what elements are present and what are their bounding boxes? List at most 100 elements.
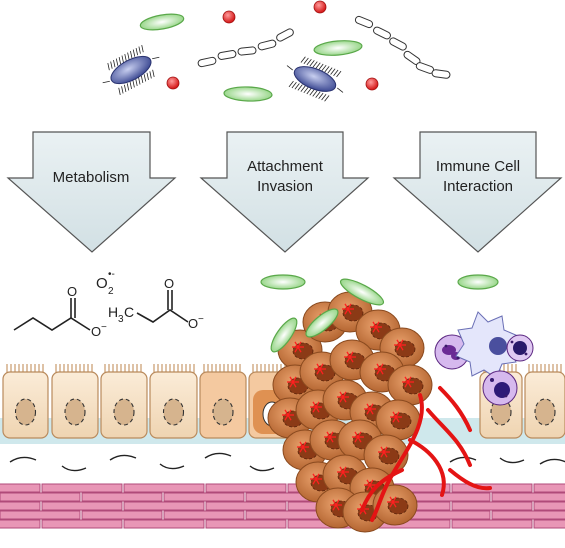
stroma-fiber [9,456,37,463]
red-coccus [313,0,327,14]
muscle-fiber [41,483,123,493]
butyrate-minus-sign: − [101,322,107,333]
superoxide-base: O [96,275,108,292]
nucleus [212,398,234,426]
green-rod-bacterium [270,317,298,353]
ch3-c: C [124,304,134,320]
stroma-fiber [61,465,87,472]
immune-cell [482,370,518,406]
muscle-fiber [409,492,491,502]
blood-vessels [360,386,492,522]
chain-bacterium-segment [389,37,407,51]
immune-cells [434,311,534,406]
superoxide-sub: 2 [108,286,114,297]
nucleus [162,398,185,426]
blood-vessel [360,468,404,512]
arrow-metabolism: Metabolism [6,131,177,253]
stroma-fiber [249,465,275,472]
muscle-fiber [205,501,287,511]
muscle-fiber [0,492,81,502]
flagellated-bacterium [286,56,344,102]
muscle-fiber [491,510,565,520]
arrow-label-attachment: Attachment [247,158,324,175]
superoxide-sup: •- [108,269,115,280]
chain-bacterium-segment [373,26,391,40]
epithelial-cell [199,364,247,439]
stroma-fiber [449,456,477,463]
epithelial-cell [524,364,565,439]
nucleus [490,398,512,426]
granule [444,344,448,348]
muscle-fiber [491,492,565,502]
green-rod-bacterium [457,274,499,290]
granule [490,378,494,382]
butyrate-oxygen: O [67,284,77,299]
green-rod-bacterium [305,308,339,338]
red-coccus [222,10,236,24]
arrow-label-interaction: Interaction [443,178,513,195]
muscle-fiber [533,519,565,529]
muscle-fiber [205,483,287,493]
muscle-fiber [163,492,245,502]
muscle-fiber [245,510,327,520]
muscle-fiber [0,519,41,529]
muscle-fiber [41,501,123,511]
muscle-fiber [451,519,533,529]
stroma-fiber [109,454,137,461]
blood-vessel [426,408,472,467]
stroma-fibers [9,452,565,472]
nucleus [494,382,510,398]
ch3-h: H [108,304,118,320]
arrow-label-metabolism: Metabolism [53,169,130,186]
blood-vessel [370,393,424,522]
nucleus [534,398,556,426]
chain-bacterium-segment [354,15,374,29]
bacteria-attached [260,274,499,353]
granule [510,340,514,344]
muscle-fiber [0,483,41,493]
green-rod-bacterium [313,40,363,56]
nucleus [64,398,86,426]
muscle-fiber [205,519,287,529]
granule [524,352,528,356]
green-rod-bacterium [139,13,185,31]
nucleus [513,341,527,355]
butyrate-oxygen-minus: O [91,324,101,339]
red-coccus [365,77,379,91]
green-rod-bacterium [260,274,306,290]
blood-vessel [438,386,472,432]
epithelial-cell [2,364,49,439]
muscle-fiber [451,501,533,511]
epithelial-cell [100,364,148,439]
muscle-fiber [123,519,205,529]
stroma-fiber [539,458,565,465]
muscle-layer [0,483,565,529]
muscle-fiber [163,510,245,520]
granule [456,356,460,360]
muscle-fiber [81,492,163,502]
chain-bacterium-segment [257,39,277,51]
chain-bacterium-segment [276,28,294,42]
muscle-fiber [81,510,163,520]
stroma-fiber [204,452,232,459]
stroma-fiber [499,457,525,464]
propionate-label: H 3 C [108,304,134,325]
epithelial-cell [51,364,99,439]
stroma-fiber [159,463,185,470]
tumor-cell [387,364,433,406]
chain-bacterium-segment [431,69,451,79]
green-rod-bacterium [339,278,385,306]
propionate-minus-sign: − [198,314,204,325]
butyrate-structure [13,298,91,331]
nucleus [489,337,507,355]
ch3-sub: 3 [118,314,124,325]
muscle-fiber [0,510,81,520]
muscle-fiber [41,519,123,529]
immune-cell [506,334,534,362]
arrow-label-invasion: Invasion [257,178,313,195]
nucleus [442,345,456,355]
chain-bacterium-segment [197,56,217,68]
muscle-fiber [123,501,205,511]
chain-bacterium-segment [217,50,237,60]
chain-bacterium-segment [237,46,257,56]
